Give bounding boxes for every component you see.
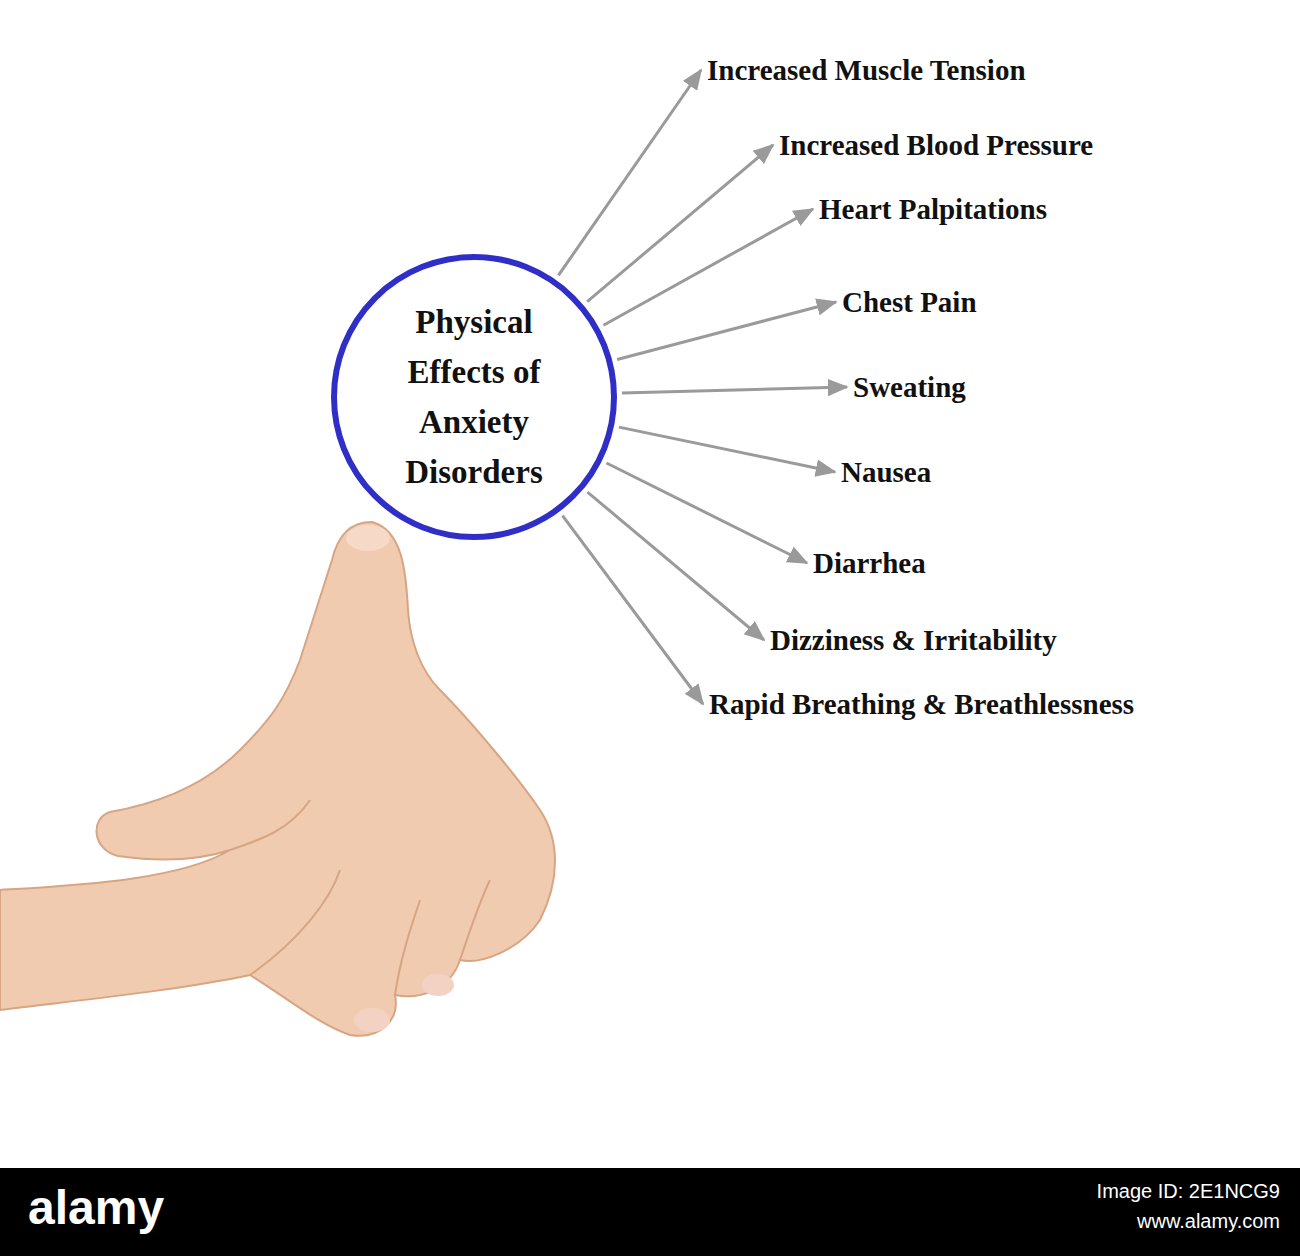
effect-node: Sweating (853, 370, 966, 404)
effect-node: Diarrhea (813, 546, 926, 580)
effect-label: Chest Pain (842, 285, 977, 319)
central-circle: Physical Effects of Anxiety Disorders (330, 253, 618, 541)
effect-arrow (603, 209, 813, 325)
hand-shape (0, 522, 555, 1036)
effect-label: Diarrhea (813, 546, 926, 580)
effect-arrow (622, 387, 847, 393)
hand-crease (250, 870, 340, 975)
fingernail (354, 1008, 390, 1032)
effect-arrow (606, 463, 807, 563)
effect-label: Sweating (853, 370, 966, 404)
effect-node: Heart Palpitations (819, 192, 1047, 226)
effect-label: Dizziness & Irritability (770, 623, 1057, 657)
hand-crease (230, 800, 310, 850)
effect-label: Nausea (841, 455, 931, 489)
effect-arrow (562, 516, 703, 704)
effect-label: Heart Palpitations (819, 192, 1047, 226)
hand-crease (460, 880, 490, 960)
fingernail (422, 974, 454, 996)
circle-shape (334, 257, 614, 537)
watermark-text: Image ID: 2E1NCG9 (1097, 1180, 1280, 1203)
circle-title: Physical Effects of Anxiety Disorders (374, 297, 574, 497)
effect-node: Rapid Breathing & Breathlessness (709, 687, 1134, 721)
effect-node: Dizziness & Irritability (770, 623, 1057, 657)
effect-label: Increased Muscle Tension (707, 53, 1026, 87)
effect-arrow (587, 145, 773, 302)
pointing-hand (0, 522, 555, 1036)
effect-node: Chest Pain (842, 285, 977, 319)
effect-arrow (558, 70, 701, 275)
effect-node: Increased Muscle Tension (707, 53, 1026, 87)
hand-crease (395, 900, 420, 995)
watermark-bar (0, 1168, 1300, 1256)
watermark-logo: alamy (28, 1180, 164, 1235)
fingernail (346, 525, 390, 551)
effect-arrow (587, 492, 764, 640)
watermark-text: www.alamy.com (1137, 1210, 1280, 1233)
effect-arrow (619, 427, 835, 472)
effect-node: Nausea (841, 455, 931, 489)
effect-label: Rapid Breathing & Breathlessness (709, 687, 1134, 721)
circle-outline (330, 253, 618, 541)
effect-arrow (617, 302, 836, 359)
effect-node: Increased Blood Pressure (779, 128, 1093, 162)
effect-label: Increased Blood Pressure (779, 128, 1093, 162)
